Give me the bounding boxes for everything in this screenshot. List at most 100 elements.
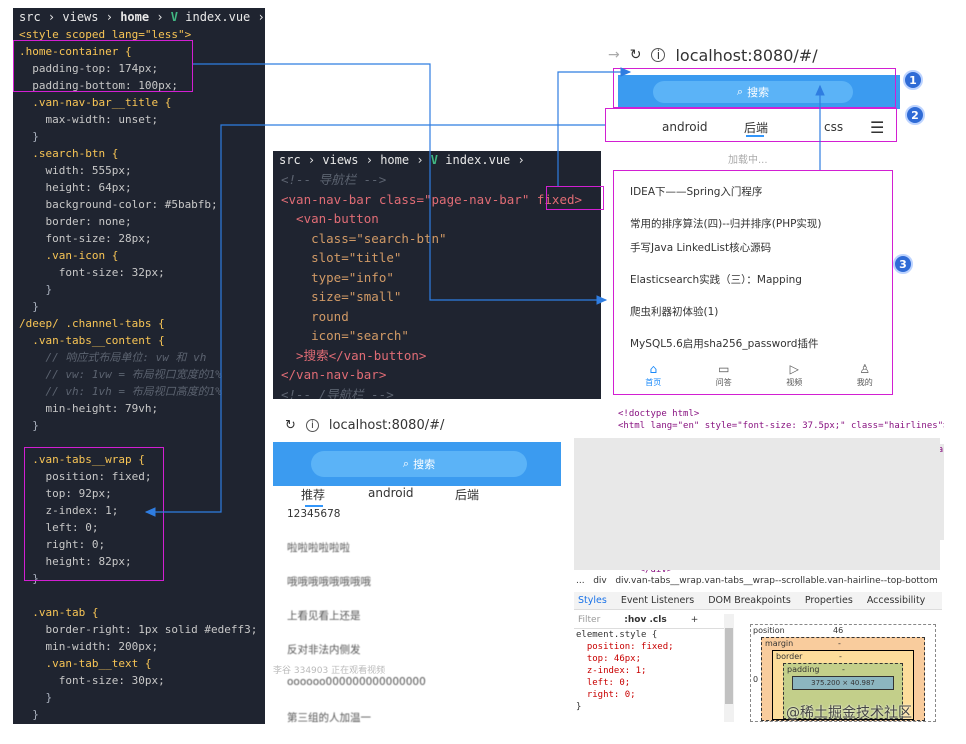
list-item[interactable]: 反对非法内侧发 [287,644,361,656]
css-declaration[interactable]: top: 46px; [576,654,642,664]
dom-tree-line[interactable]: </div> [618,565,673,575]
style-breadcrumb: src › views › home › V index.vue › [19,10,265,24]
search-label: 搜索 [413,458,436,471]
code-line: } [19,572,39,585]
search-button[interactable]: ⌕ 搜索 [653,81,853,103]
tab-recommend[interactable]: 推荐 [301,488,326,502]
reload-icon[interactable]: ↻ [629,47,642,63]
box-position-value: 46 [833,626,844,635]
css-declaration[interactable]: z-index: 1; [576,666,647,676]
tab-event-listeners[interactable]: Event Listeners [620,595,695,606]
scrollbar-thumb[interactable] [725,628,733,704]
site-watermark: @稀土掘金技术社区 [786,705,912,721]
article-item[interactable]: 常用的排序算法(四)--归并排序(PHP实现) [630,218,822,230]
bottom-tab-label: 视频 [786,378,803,387]
tab-styles[interactable]: Styles [578,595,607,606]
box-padding-value: - [842,665,845,674]
tab-backend[interactable]: 后端 [744,120,769,135]
nav-bar-2: ⌕ 搜索 [273,442,561,486]
box-margin: margin - border - padding - 375.200 × 40… [761,637,925,721]
devtools-scrollbar[interactable] [724,614,734,722]
css-declaration[interactable]: } [576,702,582,712]
code-line: </van-nav-bar> [281,367,387,382]
path-div[interactable]: div [593,576,607,586]
code-line: } [19,283,53,296]
code-line: .van-tabs__wrap { [19,453,145,466]
add-rule-icon[interactable]: + [690,615,699,625]
code-line: // vh: 1vh = 布局视口高度的1% [19,385,222,398]
code-line: } [19,419,39,432]
code-line: font-size: 32px; [19,266,165,279]
tab-backend[interactable]: 后端 [455,488,480,502]
code-line: padding-bottom: 100px; [19,79,178,92]
filter-tools[interactable]: :hov .cls [624,615,667,625]
css-declaration[interactable]: right: 0; [576,690,636,700]
list-item[interactable]: 上看见看上还是 [287,610,361,622]
style-code-lines: <style scoped lang="less">.home-containe… [13,26,265,724]
crumb-src: src [279,153,301,167]
code-line: <van-button [281,211,379,226]
code-line: } [19,130,39,143]
bottom-tab-me[interactable]: ♙我的 [857,362,873,388]
preview-top: → ↻ i localhost:8080/#/ ⌕ 搜索 android 后端 … [608,40,904,395]
dom-tree-line[interactable]: <html lang="en" style="font-size: 37.5px… [618,421,944,431]
code-line: .van-tab { [19,606,99,619]
code-line: class="search-btn" [281,230,447,246]
search-icon: ⌕ [736,85,744,98]
code-line: position: fixed; [19,470,152,483]
list-item[interactable]: oooooo000000000000000 [287,676,426,688]
styles-panel: Filter :hov .cls + element.style { posit… [574,612,724,724]
tab-properties[interactable]: Properties [804,595,853,606]
article-item[interactable]: Elasticsearch实践（三）：Mapping [630,274,802,286]
menu-icon[interactable]: ☰ [870,117,885,137]
box-border: border - padding - 375.200 × 40.987 [772,650,914,720]
reload-icon[interactable]: ↻ [285,417,296,433]
code-line: >搜索</van-button> [281,347,427,363]
filter-input[interactable]: Filter [578,615,601,625]
article-item[interactable]: 手写Java LinkedList核心源码 [630,242,772,254]
list-item[interactable]: 啦啦啦啦啦啦 [287,542,350,554]
bottom-tab-qa[interactable]: ▭问答 [716,362,732,388]
badge-1: 1 [903,70,923,90]
css-declaration[interactable]: left: 0; [576,678,631,688]
path-selected[interactable]: div.van-tabs__wrap.van-tabs__wrap--scrol… [615,576,938,586]
search-button-2[interactable]: ⌕ 搜索 [311,451,527,477]
address-bar[interactable]: localhost:8080/#/ [675,45,818,65]
article-item[interactable]: 爬虫利器初体验(1) [630,306,719,318]
watermark-viewer: 李谷 334903 正在观看视频 [273,666,386,676]
forward-icon[interactable]: → [608,47,620,63]
crumb-file: index.vue [185,10,251,24]
tab-android[interactable]: android [662,120,708,134]
code-line: left: 0; [19,521,99,534]
address-bar[interactable]: localhost:8080/#/ [328,417,445,433]
box-border-value: - [839,652,842,661]
tab-css[interactable]: css [824,120,844,134]
article-item[interactable]: IDEA下——Spring入门程序 [630,186,763,198]
tab-accessibility[interactable]: Accessibility [866,595,926,606]
vue-file-icon: V [170,10,179,24]
code-line: <!-- /导航栏 --> [281,386,394,400]
path-ellipsis: ... [576,576,585,586]
highlight-nav-bar [613,68,896,108]
code-line [19,587,265,604]
list-item[interactable]: 第三组的人加温一 [287,712,371,724]
code-line: border-right: 1px solid #edeff3; [19,623,258,636]
tab-dom-breakpoints[interactable]: DOM Breakpoints [708,595,791,606]
css-declaration[interactable]: position: fixed; [576,642,674,652]
bottom-tab-video[interactable]: ▷视频 [786,362,802,388]
article-item[interactable]: MySQL5.6启用sha256_password插件 [630,338,819,350]
tab-android[interactable]: android [368,486,414,500]
code-line: width: 555px; [19,164,132,177]
tab-active-underline [746,135,764,137]
code-line: .search-btn { [19,147,119,160]
dom-tree-line[interactable]: <!doctype html> [618,409,700,419]
code-line: round [281,308,349,324]
list-item[interactable]: 12345678 [287,508,341,520]
badge-3: 3 [893,254,913,274]
box-position: position 46 0 margin - border - padding … [750,624,936,722]
css-declaration[interactable]: element.style { [576,630,658,640]
code-line: icon="search" [281,328,409,343]
bottom-tab-home[interactable]: ⌂首页 [645,362,661,388]
list-item[interactable]: 哦哦哦哦哦哦哦哦 [287,576,371,588]
code-line: // 响应式布局单位: vw 和 vh [19,351,207,364]
